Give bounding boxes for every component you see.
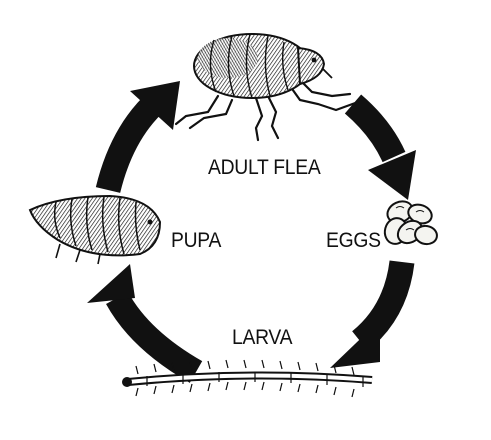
arrow-eggs-to-larva [330,260,415,368]
label-adult-flea: ADULT FLEA [208,156,321,179]
label-larva: LARVA [232,326,293,349]
label-eggs: EGGS [326,229,381,252]
arrow-larva-to-pupa [87,264,203,383]
eggs-illustration [383,200,438,246]
arrow-pupa-to-adult [95,81,180,194]
pupa-illustration [28,194,162,265]
adult-flea-illustration [174,33,360,142]
larva-illustration [122,359,373,398]
arrow-adult-to-eggs [344,94,416,200]
label-pupa: PUPA [171,229,222,252]
